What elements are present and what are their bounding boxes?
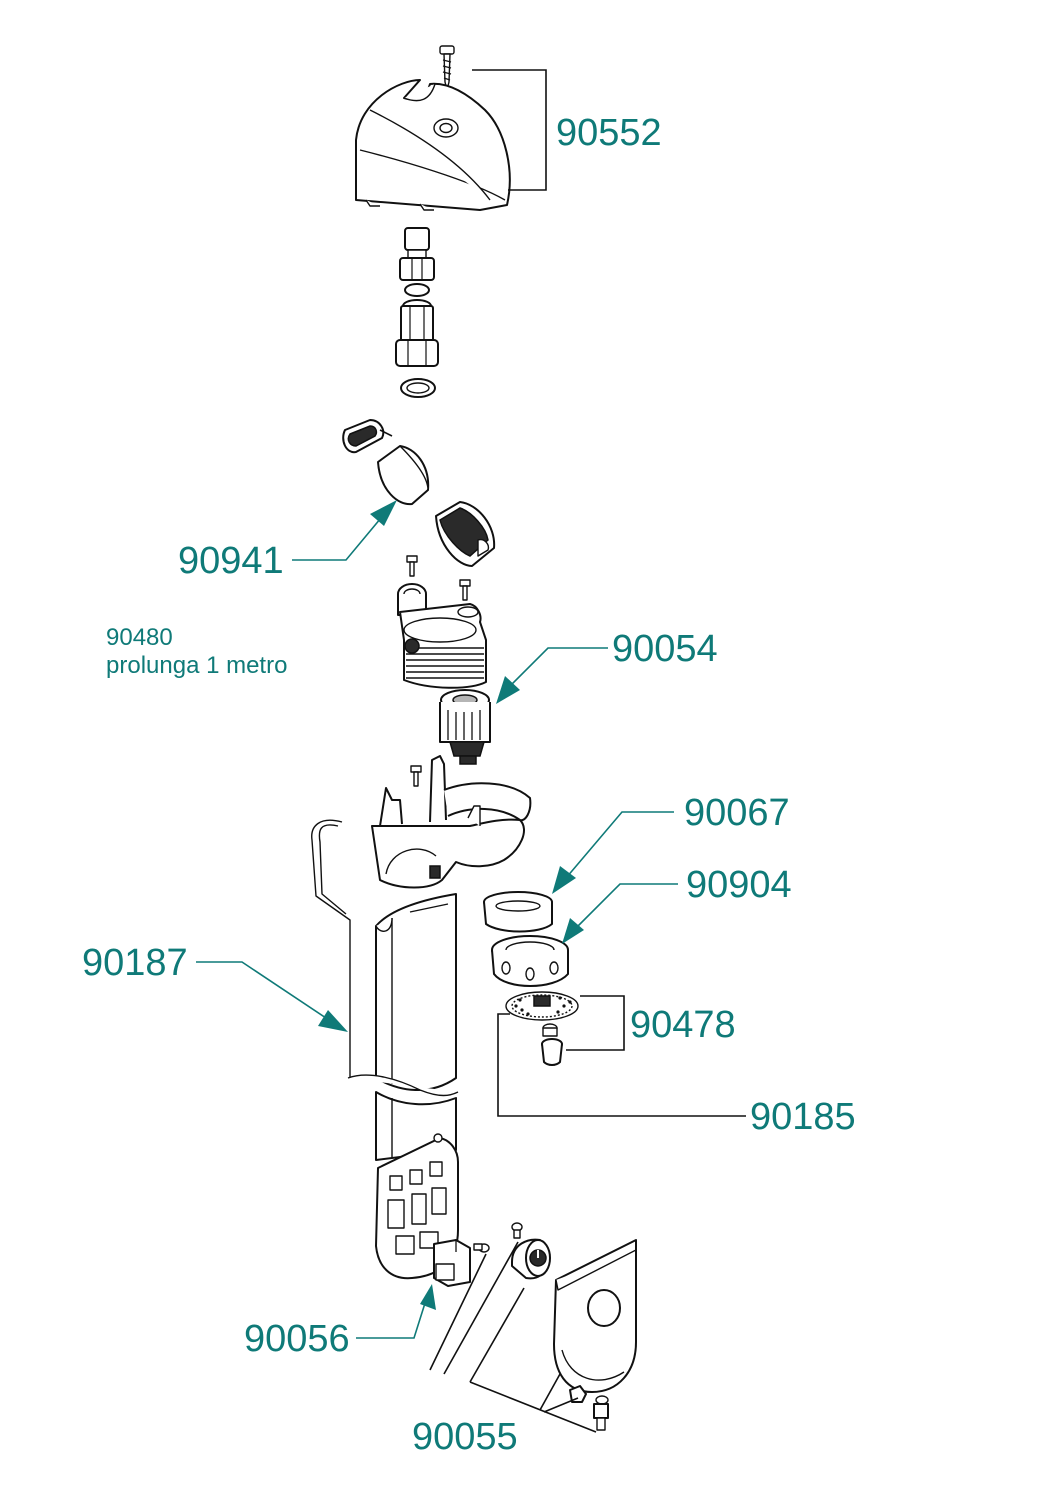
quick-connector (399, 227, 435, 281)
lever-handle (377, 445, 430, 506)
rail-profile-upper (375, 893, 457, 1091)
label-90478: 90478 (630, 1004, 736, 1046)
screw-top (439, 45, 455, 91)
spray-nozzle-ring (491, 935, 569, 987)
label-90480: 90480 (106, 624, 173, 651)
label-90055: 90055 (412, 1416, 518, 1458)
hex-nut-fitting (395, 299, 439, 367)
group-lines-90055 (429, 1241, 597, 1433)
label-90054: 90054 (612, 628, 718, 670)
label-90904: 90904 (686, 864, 792, 906)
wall-bracket-cover (355, 79, 511, 211)
label-90552: 90552 (556, 112, 662, 154)
nozzle-insert (541, 1023, 563, 1066)
valve-body (397, 555, 487, 689)
label-90067: 90067 (684, 792, 790, 834)
label-90187: 90187 (82, 942, 188, 984)
label-90185: 90185 (750, 1096, 856, 1138)
shower-holder-cup (371, 755, 532, 889)
o-ring-2 (400, 378, 436, 398)
pin (593, 1395, 609, 1431)
label-90056: 90056 (244, 1318, 350, 1360)
o-ring-1 (404, 283, 430, 297)
cartridge (439, 689, 491, 765)
spray-disc (505, 991, 579, 1021)
spring-block (433, 1239, 471, 1287)
trim-ring (483, 891, 553, 933)
rail-pipe (311, 819, 351, 1078)
control-knob (511, 1222, 551, 1280)
knob-cap (342, 419, 393, 454)
small-screw (473, 1243, 490, 1253)
label-90480-description: prolunga 1 metro (106, 652, 288, 679)
bottom-cover-plate (553, 1239, 637, 1393)
label-90941: 90941 (178, 540, 284, 582)
rail-break-line (347, 1074, 459, 1097)
lever-handle-2 (435, 501, 496, 567)
